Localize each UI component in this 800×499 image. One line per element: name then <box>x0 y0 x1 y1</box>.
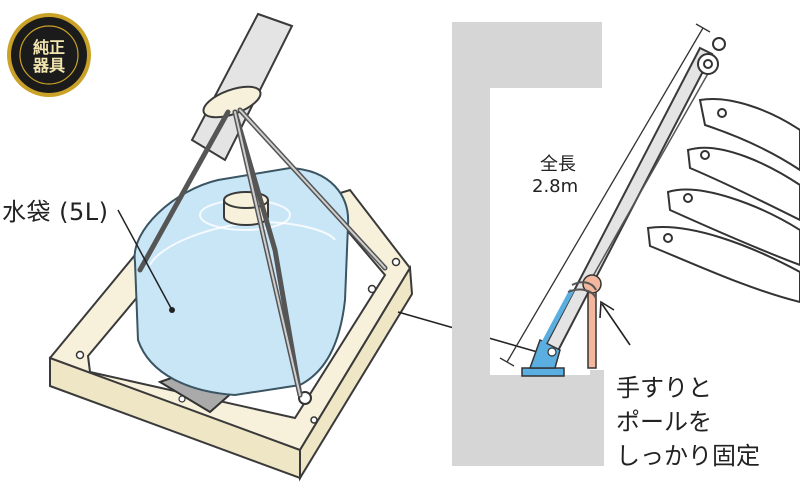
balcony-wall <box>452 22 604 466</box>
length-dimension <box>499 23 711 367</box>
total-length-value: 2.8m <box>532 176 579 197</box>
water-bag-leader <box>117 209 173 311</box>
carp-streamers <box>646 98 800 304</box>
fix-arrow <box>599 300 631 346</box>
water-bag <box>133 166 350 397</box>
fix-instruction-line2: ポールを <box>616 408 712 436</box>
fix-instruction-line3: しっかり固定 <box>616 442 760 470</box>
total-length-label: 全長 <box>540 154 576 175</box>
pole-bracket <box>521 288 575 377</box>
pole-left <box>190 12 294 162</box>
handrail-post <box>582 274 602 369</box>
water-bag-label: 水袋 (5L) <box>2 198 109 226</box>
fix-instruction-line1: 手すりと <box>616 374 712 402</box>
genuine-badge: 純正 器具 <box>7 13 91 97</box>
badge-main-text-top: 純正 <box>33 38 65 57</box>
badge-main-text-bottom: 器具 <box>32 56 65 75</box>
binding-rope <box>567 281 597 299</box>
